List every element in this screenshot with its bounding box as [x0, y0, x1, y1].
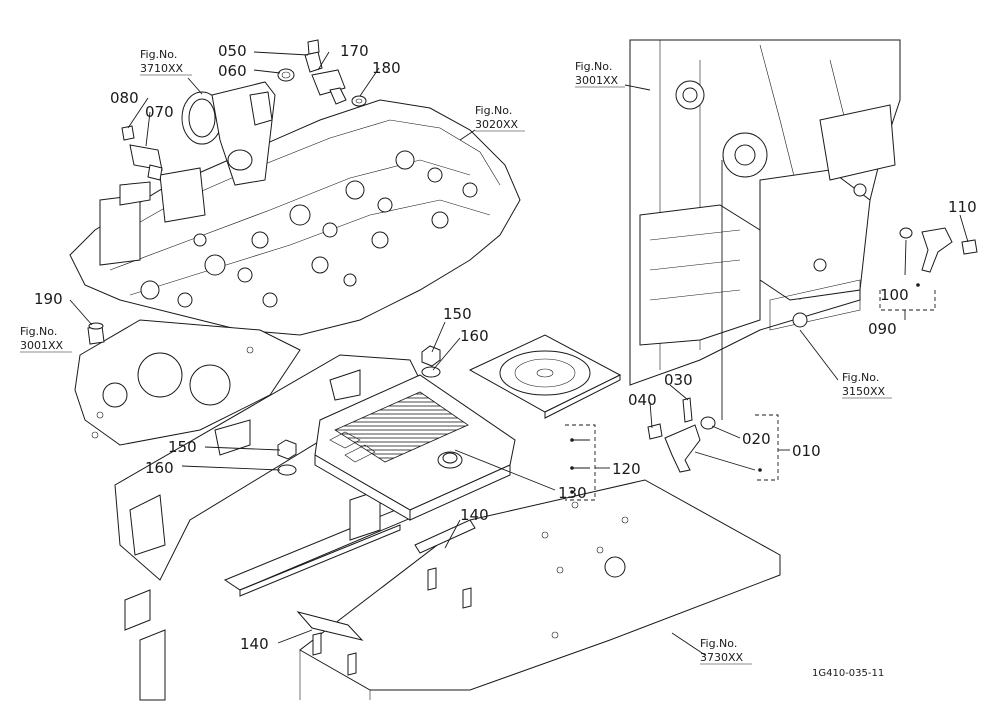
label-020: 020 — [742, 430, 771, 448]
sensor-170 — [311, 69, 347, 105]
thermostat-housing — [181, 81, 276, 186]
label-030: 030 — [664, 371, 693, 389]
diagram-code: 1G410-035-11 — [812, 668, 884, 679]
label-040: 040 — [628, 391, 657, 409]
fig-ref-3150: Fig.No. 3150XX — [842, 371, 892, 399]
label-060: 060 — [218, 62, 247, 80]
label-110: 110 — [948, 198, 977, 216]
gasket-060 — [277, 68, 295, 82]
rubber-mount-140-right — [414, 519, 476, 609]
sensor-190 — [87, 322, 105, 345]
software-cd — [468, 334, 622, 419]
label-080: 080 — [110, 89, 139, 107]
label-190: 190 — [34, 290, 63, 308]
sensor-020-assembly — [664, 416, 716, 473]
label-100: 100 — [880, 286, 909, 304]
label-170: 170 — [340, 42, 369, 60]
gasket-180 — [351, 95, 367, 107]
label-050: 050 — [218, 42, 247, 60]
fig-ref-3730: Fig.No. 3730XX — [700, 637, 752, 665]
svg-text:Fig.No.: Fig.No. — [140, 48, 177, 61]
svg-text:3730XX: 3730XX — [700, 651, 744, 664]
bolt-080 — [121, 125, 135, 141]
bolt-030 — [682, 397, 693, 423]
svg-text:3710XX: 3710XX — [140, 62, 184, 75]
svg-text:Fig.No.: Fig.No. — [700, 637, 737, 650]
svg-text:Fig.No.: Fig.No. — [575, 60, 612, 73]
fig-ref-3001-left: Fig.No. 3001XX — [20, 325, 72, 353]
label-090: 090 — [868, 320, 897, 338]
part-labels: 050 060 170 180 080 070 190 150 160 150 … — [34, 42, 977, 653]
ecu-unit — [314, 374, 516, 521]
svg-text:3150XX: 3150XX — [842, 385, 886, 398]
rubber-mount-140-left — [296, 611, 364, 676]
group-brackets — [565, 283, 936, 501]
svg-text:Fig.No.: Fig.No. — [842, 371, 879, 384]
label-180: 180 — [372, 59, 401, 77]
label-130: 130 — [558, 484, 587, 502]
leader-lines — [69, 51, 969, 656]
fig-ref-3710: Fig.No. 3710XX — [140, 48, 192, 76]
svg-text:Fig.No.: Fig.No. — [20, 325, 57, 338]
fig-ref-3001-right: Fig.No. 3001XX — [575, 60, 625, 88]
label-140-upper: 140 — [460, 506, 489, 524]
fig-references: Fig.No. 3710XX Fig.No. 3020XX Fig.No. 30… — [20, 48, 892, 665]
svg-text:3020XX: 3020XX — [475, 118, 519, 131]
bolt-040 — [647, 423, 663, 440]
label-140-lower: 140 — [240, 635, 269, 653]
fig-ref-3020: Fig.No. 3020XX — [475, 104, 525, 132]
label-070: 070 — [145, 103, 174, 121]
engine-block — [629, 39, 901, 386]
label-150-lower: 150 — [168, 438, 197, 456]
nut-150-upper — [421, 345, 441, 378]
cylinder-head — [69, 99, 521, 336]
head-ports — [140, 150, 478, 308]
label-010: 010 — [792, 442, 821, 460]
head-gasket — [74, 319, 301, 446]
label-160-lower: 160 — [145, 459, 174, 477]
label-160-upper: 160 — [460, 327, 489, 345]
sensor-100-assembly — [899, 227, 953, 273]
bolt-110 — [961, 239, 978, 255]
label-150-upper: 150 — [443, 305, 472, 323]
sensor-070 — [129, 144, 163, 181]
svg-text:Fig.No.: Fig.No. — [475, 104, 512, 117]
label-120: 120 — [612, 460, 641, 478]
svg-text:3001XX: 3001XX — [20, 339, 64, 352]
sensor-050 — [304, 39, 323, 73]
base-plate — [124, 479, 781, 701]
svg-text:3001XX: 3001XX — [575, 74, 619, 87]
